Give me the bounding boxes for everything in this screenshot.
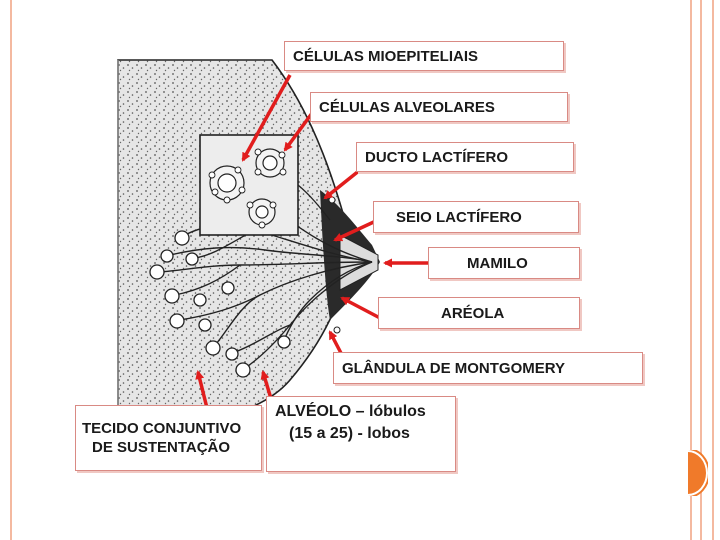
label-tecido-conjuntivo: TECIDO CONJUNTIVO DE SUSTENTAÇÃO bbox=[75, 405, 262, 471]
label-alveolo-line2: (15 a 25) - lobos bbox=[275, 423, 410, 445]
label-ducto-lactifero: DUCTO LACTÍFERO bbox=[356, 142, 574, 172]
label-tecido-line2: DE SUSTENTAÇÃO bbox=[82, 438, 230, 457]
label-glandula-de-montgomery: GLÂNDULA DE MONTGOMERY bbox=[333, 352, 643, 384]
label-tecido-line1: TECIDO CONJUNTIVO bbox=[82, 419, 241, 438]
label-areola: ARÉOLA bbox=[378, 297, 580, 329]
montgomery-gland bbox=[334, 327, 340, 333]
label-alveolo: ALVÉOLO – lóbulos (15 a 25) - lobos bbox=[266, 396, 456, 472]
label-celulas-mioepiteliais: CÉLULAS MIOEPITELIAIS bbox=[284, 41, 564, 71]
arrow-areola bbox=[342, 298, 380, 318]
label-seio-lactifero: SEIO LACTÍFERO bbox=[373, 201, 579, 233]
label-celulas-alveolares: CÉLULAS ALVEOLARES bbox=[310, 92, 568, 122]
label-alveolo-line1: ALVÉOLO – lóbulos bbox=[275, 401, 426, 423]
label-mamilo: MAMILO bbox=[428, 247, 580, 279]
